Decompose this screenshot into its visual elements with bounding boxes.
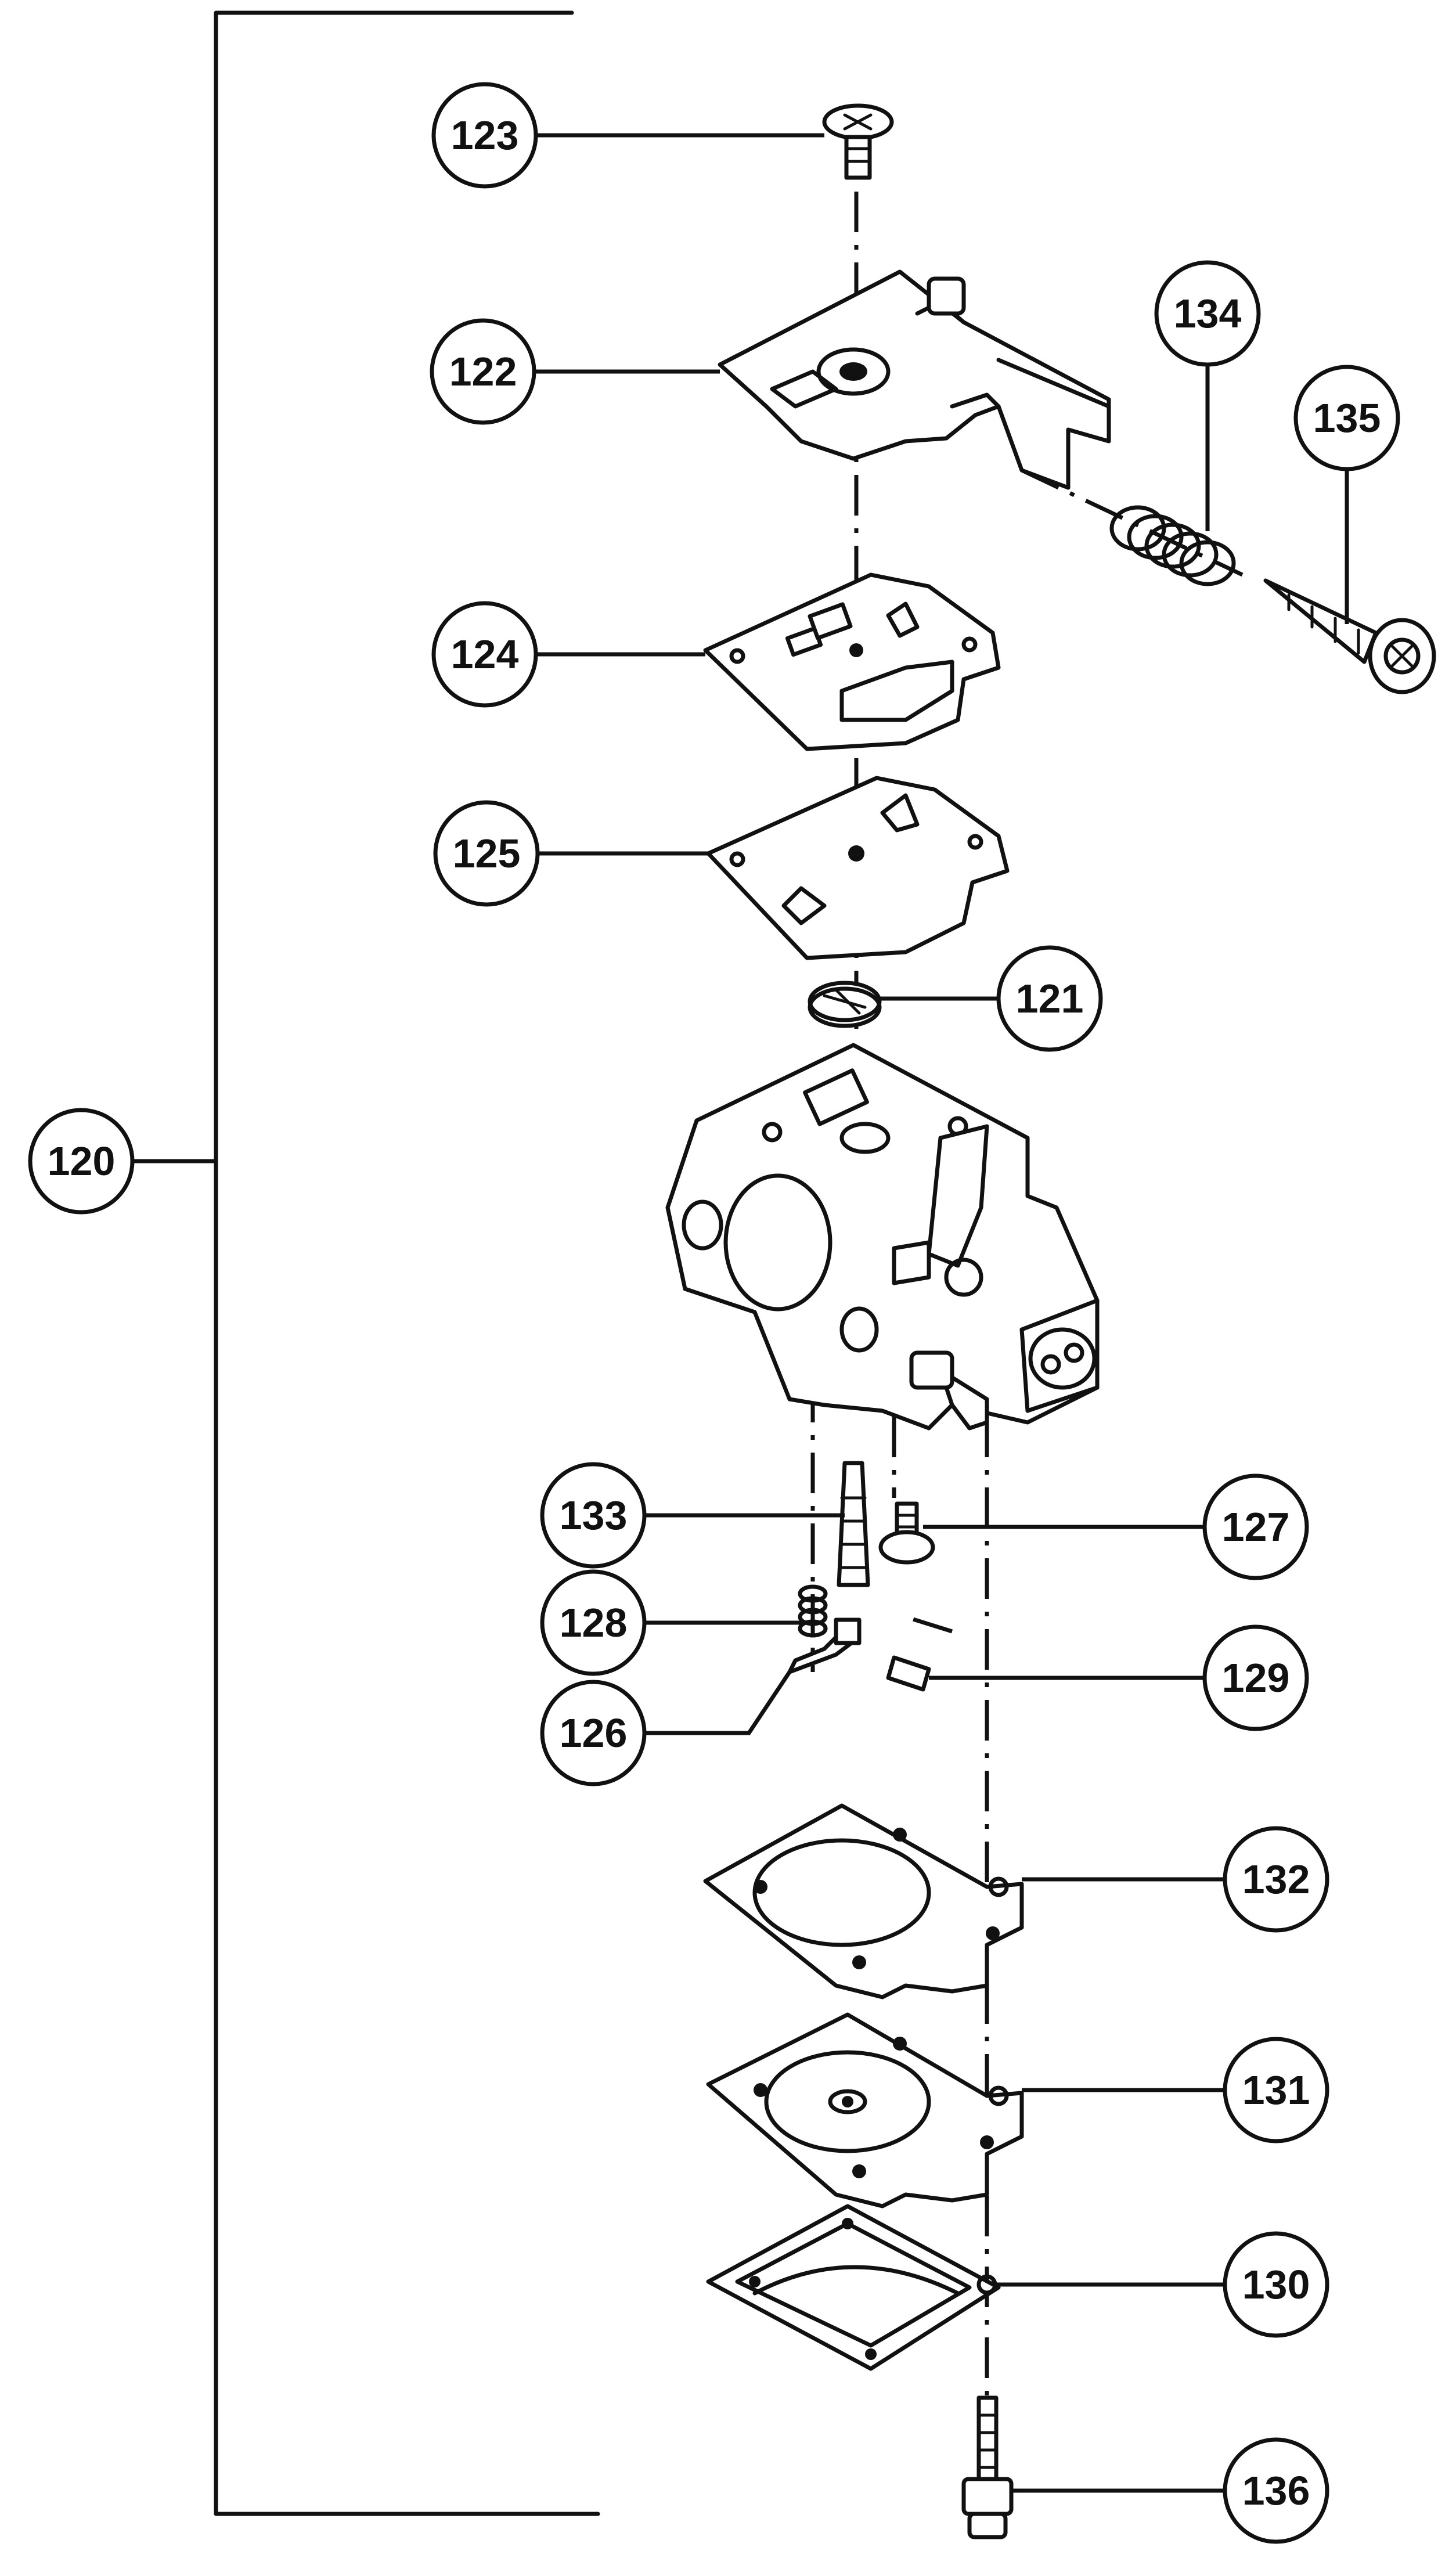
svg-text:132: 132 — [1242, 1857, 1310, 1902]
callout-126: 126 — [540, 1680, 647, 1786]
pin-part-129 — [886, 1655, 931, 1692]
carburetor-body — [665, 1043, 1100, 1431]
screw-part-123 — [822, 103, 894, 180]
gasket-part-132 — [703, 1803, 1024, 1999]
callout-125: 125 — [433, 800, 540, 907]
callout-120: 120 — [28, 1108, 135, 1215]
callout-124: 124 — [431, 601, 538, 708]
filter-screen-part-121 — [808, 981, 882, 1028]
callout-121: 121 — [996, 945, 1103, 1052]
callout-135: 135 — [1293, 365, 1400, 471]
callout-136: 136 — [1223, 2437, 1329, 2544]
spring-part-134 — [1109, 505, 1236, 586]
svg-text:135: 135 — [1313, 395, 1381, 441]
callout-134: 134 — [1154, 260, 1261, 367]
svg-text:134: 134 — [1174, 291, 1242, 336]
svg-text:136: 136 — [1242, 2468, 1310, 2513]
svg-text:130: 130 — [1242, 2262, 1310, 2307]
svg-text:121: 121 — [1016, 976, 1084, 1021]
svg-text:131: 131 — [1242, 2067, 1310, 2113]
svg-text:127: 127 — [1222, 1504, 1290, 1550]
needle-part-133 — [837, 1461, 870, 1587]
callout-132: 132 — [1223, 1826, 1329, 1933]
svg-text:124: 124 — [451, 632, 519, 677]
callout-127: 127 — [1202, 1473, 1309, 1580]
lever-part-126 — [787, 1617, 862, 1674]
diaphragm-part-125 — [706, 776, 1010, 960]
svg-text:133: 133 — [560, 1493, 628, 1538]
callout-131: 131 — [1223, 2037, 1329, 2143]
svg-text:120: 120 — [48, 1139, 116, 1184]
diaphragm-part-131 — [706, 2012, 1024, 2208]
svg-text:129: 129 — [1222, 1655, 1290, 1700]
spring-part-128 — [798, 1584, 828, 1638]
callout-130: 130 — [1223, 2231, 1329, 2338]
callout-122: 122 — [430, 318, 536, 425]
bolt-part-136 — [961, 2395, 1014, 2539]
screw-part-127 — [878, 1501, 935, 1565]
svg-text:123: 123 — [451, 113, 519, 158]
callout-123: 123 — [431, 82, 538, 189]
cover-plate-part-122 — [718, 269, 1111, 490]
callout-129: 129 — [1202, 1624, 1309, 1731]
gasket-part-124 — [703, 572, 1001, 751]
leader-lines — [534, 133, 1349, 2493]
assembly-bracket — [134, 10, 600, 2516]
callout-128: 128 — [540, 1569, 647, 1676]
svg-text:125: 125 — [453, 831, 521, 876]
cover-part-130 — [706, 2204, 1001, 2371]
svg-text:126: 126 — [560, 1710, 628, 1756]
svg-text:128: 128 — [560, 1600, 628, 1645]
callout-133: 133 — [540, 1462, 647, 1569]
adjusting-screw-part-135 — [1263, 578, 1436, 694]
svg-text:122: 122 — [449, 349, 517, 394]
